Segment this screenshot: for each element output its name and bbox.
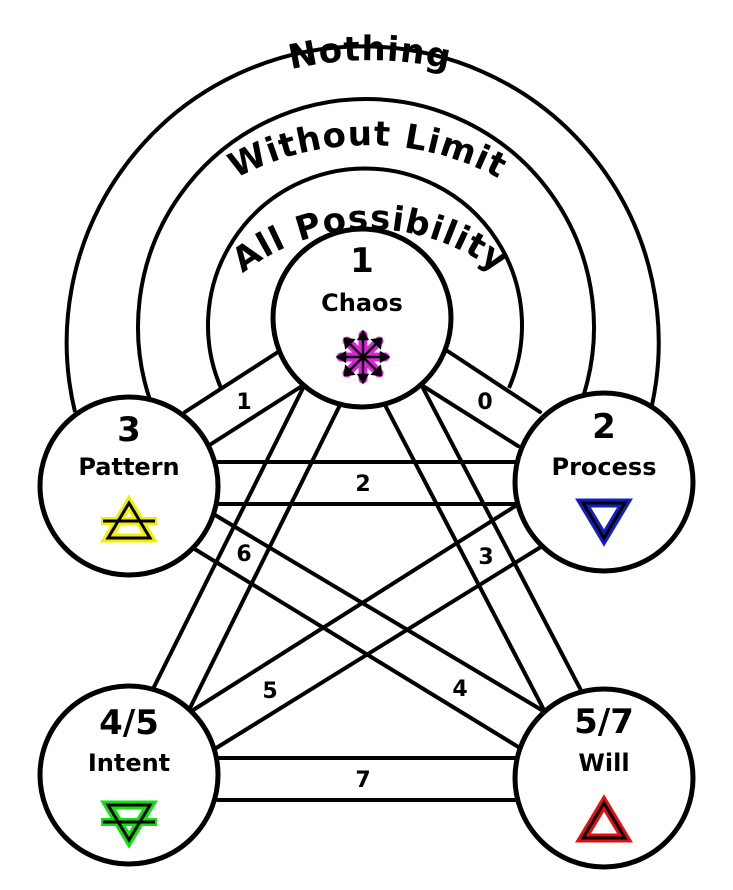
path-labels: 1 0 2 6 3 5 4 7 [236, 390, 493, 793]
node-chaos-number: 1 [350, 241, 374, 281]
path-band-3 [383, 386, 587, 714]
path-label-3: 3 [478, 545, 493, 570]
node-intent: 4/5 Intent [37, 683, 221, 867]
path-band-5 [188, 503, 546, 752]
path-band-6 [148, 386, 342, 714]
path-label-0: 0 [477, 390, 492, 415]
node-intent-name: Intent [88, 749, 170, 777]
path-label-6: 6 [236, 542, 251, 567]
earth-triangle-icon [100, 800, 158, 849]
path-band-4 [191, 513, 547, 750]
inner-arc [206, 166, 524, 389]
air-triangle-icon [100, 494, 158, 543]
node-pattern: 3 Pattern [37, 394, 221, 578]
path-label-5: 5 [262, 679, 277, 704]
path-band-0 [421, 348, 542, 448]
node-intent-number: 4/5 [99, 703, 159, 743]
node-chaos: 1 Chaos [270, 226, 454, 410]
water-triangle-icon [575, 498, 633, 547]
arc-label-outer: Nothing [285, 29, 455, 78]
node-process-number: 2 [592, 407, 616, 447]
path-label-7: 7 [355, 768, 370, 793]
path-band-7 [216, 756, 518, 802]
path-band-1 [183, 350, 304, 448]
node-will-number: 5/7 [574, 702, 634, 742]
path-label-2: 2 [355, 472, 370, 497]
concentric-arcs [64, 44, 661, 413]
node-will: 5/7 Will [512, 686, 696, 870]
node-will-name: Will [578, 749, 629, 777]
middle-arc [136, 97, 596, 401]
path-label-4: 4 [452, 677, 467, 702]
node-process-name: Process [552, 453, 657, 481]
node-pattern-number: 3 [117, 410, 141, 450]
path-bands [148, 348, 587, 802]
path-label-1: 1 [236, 390, 251, 415]
node-process: 2 Process [512, 390, 696, 574]
chaos-star-icon [335, 329, 391, 385]
node-chaos-name: Chaos [321, 289, 403, 317]
outer-arc [64, 44, 661, 413]
node-pattern-name: Pattern [78, 453, 179, 481]
fire-triangle-icon [575, 794, 633, 843]
